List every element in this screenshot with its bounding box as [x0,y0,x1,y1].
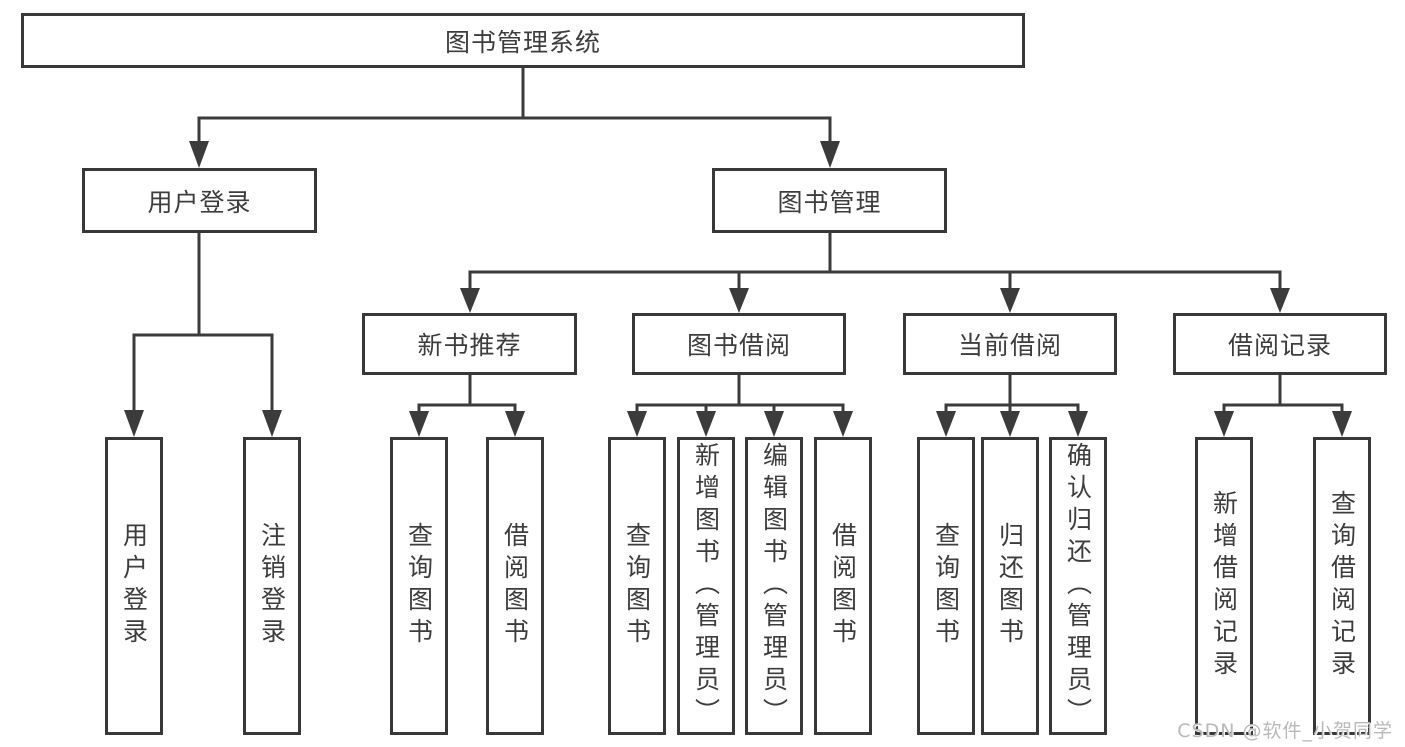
leaf-user-login: 用户登录 [105,437,163,735]
leaf-query-books-current-label: 查询图书 [931,522,961,650]
leaf-edit-books-admin-label: 编辑图书（管理员） [759,442,789,730]
leaf-return-books: 归还图书 [981,437,1039,735]
leaf-query-books-borrow: 查询图书 [608,437,666,735]
leaf-add-borrow-record: 新增借阅记录 [1195,437,1253,735]
leaf-return-books-label: 归还图书 [995,522,1025,650]
leaf-query-borrow-record: 查询借阅记录 [1313,437,1371,735]
leaf-add-books-admin: 新增图书（管理员） [677,437,735,735]
leaf-borrow-books-label: 借阅图书 [828,522,858,650]
node-book-borrowing: 图书借阅 [632,313,846,375]
node-user-login: 用户登录 [82,168,317,233]
leaf-query-books-borrow-label: 查询图书 [622,522,652,650]
leaf-query-books-current: 查询图书 [917,437,975,735]
node-current-borrowing-label: 当前借阅 [957,331,1062,360]
node-book-management: 图书管理 [712,168,947,233]
leaf-user-login-label: 用户登录 [119,522,149,650]
leaf-query-books-recommend-label: 查询图书 [404,522,434,650]
node-library-management-system: 图书管理系统 [21,13,1025,68]
node-book-borrowing-label: 图书借阅 [686,331,791,360]
node-borrowing-records: 借阅记录 [1173,313,1387,375]
node-new-book-recommendation-label: 新书推荐 [417,331,522,360]
leaf-query-books-recommend: 查询图书 [390,437,448,735]
node-user-login-label: 用户登录 [147,187,252,217]
node-book-management-label: 图书管理 [777,187,882,217]
leaf-add-books-admin-label: 新增图书（管理员） [691,442,721,730]
node-borrowing-records-label: 借阅记录 [1227,331,1332,360]
leaf-query-borrow-record-label: 查询借阅记录 [1327,490,1357,682]
leaf-add-borrow-record-label: 新增借阅记录 [1209,490,1239,682]
leaf-logout: 注销登录 [243,437,301,735]
leaf-confirm-return-admin: 确认归还（管理员） [1049,437,1107,735]
leaf-borrow-books-recommend: 借阅图书 [486,437,544,735]
node-new-book-recommendation: 新书推荐 [362,313,577,375]
node-library-management-system-label: 图书管理系统 [444,27,601,57]
leaf-confirm-return-admin-label: 确认归还（管理员） [1063,442,1093,730]
csdn-watermark: CSDN @软件_小贺同学 [1177,720,1393,742]
leaf-borrow-books-recommend-label: 借阅图书 [500,522,530,650]
node-current-borrowing: 当前借阅 [903,313,1117,375]
leaf-logout-label: 注销登录 [257,522,287,650]
leaf-borrow-books: 借阅图书 [814,437,872,735]
leaf-edit-books-admin: 编辑图书（管理员） [745,437,803,735]
